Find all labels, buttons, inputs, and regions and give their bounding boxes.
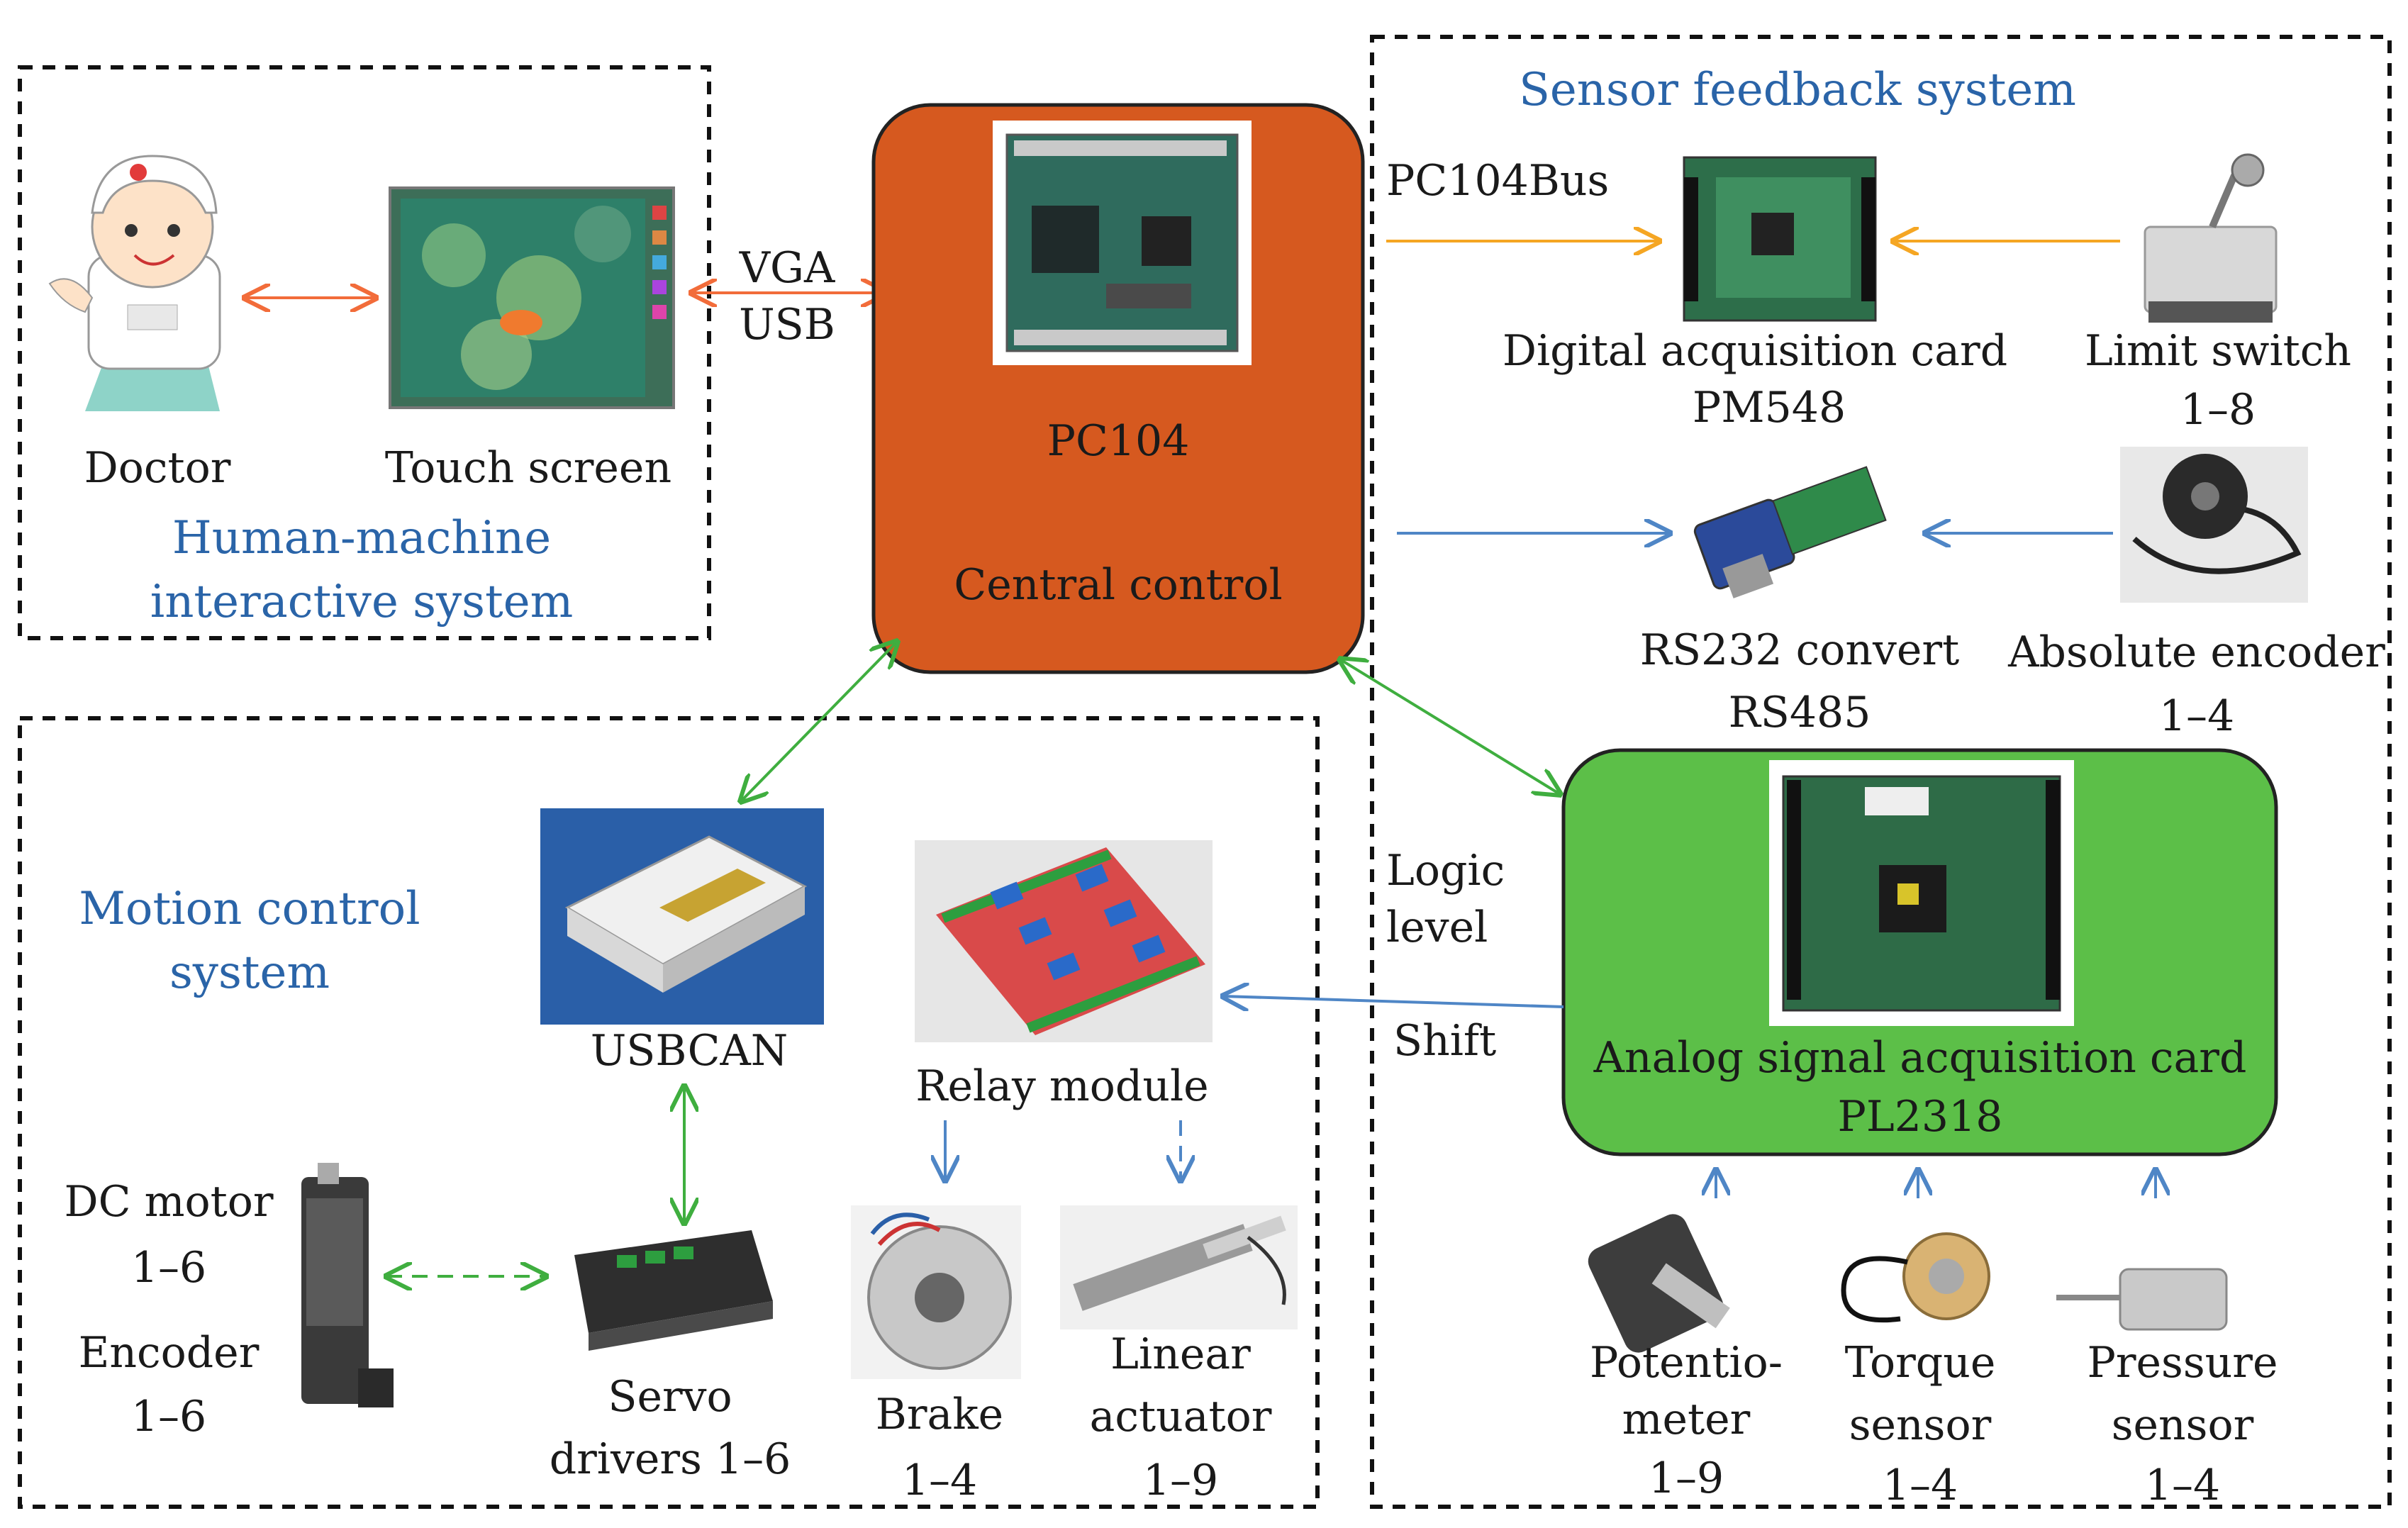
absolute-encoder-icon: [2120, 447, 2308, 603]
dc-motor-icon: [301, 1163, 394, 1407]
rs232-converter-icon: [1693, 466, 1887, 598]
central-control-label: Central control: [954, 560, 1282, 610]
dc-motor-label-line2: 1–6: [131, 1243, 206, 1293]
servo-label-line1: Servo: [608, 1372, 732, 1422]
limit-label-line2: 1–8: [2180, 385, 2256, 435]
pressure-sensor-icon: [2056, 1268, 2228, 1331]
doctor-label: Doctor: [84, 443, 231, 493]
pressure-label-line2: sensor: [2112, 1400, 2254, 1450]
rs-label-line2: RS485: [1729, 688, 1871, 737]
touch-screen-label: Touch screen: [385, 443, 671, 493]
encoder-label-line1: Absolute encoder: [2007, 628, 2385, 677]
potentiometer-icon: [1588, 1214, 1730, 1353]
doctor-icon: [48, 155, 221, 411]
brake-label-line2: 1–4: [902, 1456, 977, 1505]
vga-label: VGA: [739, 243, 835, 293]
digital-card-icon: [1683, 156, 1877, 322]
analog-label-line2: PL2318: [1838, 1092, 2003, 1142]
relay-module-icon: [915, 840, 1213, 1042]
pc104-analog-arrow: [1340, 659, 1560, 794]
pressure-label-line3: 1–4: [2145, 1461, 2220, 1510]
analog-to-relay-arrow: [1223, 996, 1564, 1007]
torque-label-line3: 1–4: [1883, 1461, 1958, 1510]
dc-motor-label-line1: DC motor: [64, 1177, 273, 1227]
pc104-usbcan-arrow: [741, 642, 897, 801]
torque-label-line2: sensor: [1849, 1400, 1992, 1450]
hmi-frame: [18, 65, 711, 640]
encoder-m-label-line1: Encoder: [79, 1328, 260, 1378]
encoder-m-label-line2: 1–6: [131, 1392, 206, 1441]
relay-label: Relay module: [915, 1061, 1208, 1111]
linear-actuator-icon: [1060, 1205, 1298, 1329]
pot-label-line1: Potentio-: [1590, 1338, 1783, 1388]
usbcan-icon: [540, 808, 824, 1025]
motion-title-line2: system: [169, 947, 330, 999]
actuator-label-line2: actuator: [1090, 1392, 1272, 1441]
logic-label: Logic: [1386, 846, 1505, 896]
brake-icon: [851, 1205, 1021, 1379]
pc104-board-icon: [993, 121, 1252, 365]
pot-label-line2: meter: [1622, 1395, 1751, 1444]
actuator-label-line1: Linear: [1110, 1329, 1251, 1379]
touch-screen-icon: [389, 186, 675, 409]
dac-label-line2: PM548: [1693, 383, 1846, 433]
hmi-title-line1: Human-machine: [172, 512, 551, 564]
sensor-frame: [1370, 35, 2392, 1509]
usbcan-label: USBCAN: [591, 1026, 788, 1076]
limit-label-line1: Limit switch: [2085, 326, 2351, 376]
pc104bus-label: PC104Bus: [1386, 156, 1609, 206]
motion-title-line1: Motion control: [79, 883, 420, 935]
level-label: level: [1386, 903, 1488, 952]
servo-label-line2: drivers 1–6: [550, 1434, 791, 1484]
usb-label: USB: [739, 300, 835, 350]
actuator-label-line3: 1–9: [1143, 1456, 1218, 1505]
sensor-title: Sensor feedback system: [1519, 64, 2076, 116]
dac-label-line1: Digital acquisition card: [1503, 326, 2007, 376]
torque-sensor-icon: [1841, 1232, 1990, 1323]
pressure-label-line1: Pressure: [2088, 1338, 2278, 1388]
pc104-label: PC104: [1047, 416, 1190, 466]
torque-label-line1: Torque: [1845, 1338, 1996, 1388]
brake-label-line1: Brake: [876, 1390, 1003, 1439]
shift-label: Shift: [1393, 1016, 1496, 1066]
pot-label-line3: 1–9: [1649, 1454, 1724, 1503]
analog-label-line1: Analog signal acquisition card: [1593, 1033, 2247, 1083]
motion-frame: [18, 716, 1320, 1509]
servo-driver-icon: [574, 1230, 773, 1351]
analog-card-icon: [1769, 760, 2074, 1026]
rs-label-line1: RS232 convert: [1640, 625, 1959, 675]
hmi-title-line2: interactive system: [150, 576, 574, 628]
limit-switch-icon: [2144, 153, 2278, 323]
encoder-label-line2: 1–4: [2159, 691, 2234, 741]
